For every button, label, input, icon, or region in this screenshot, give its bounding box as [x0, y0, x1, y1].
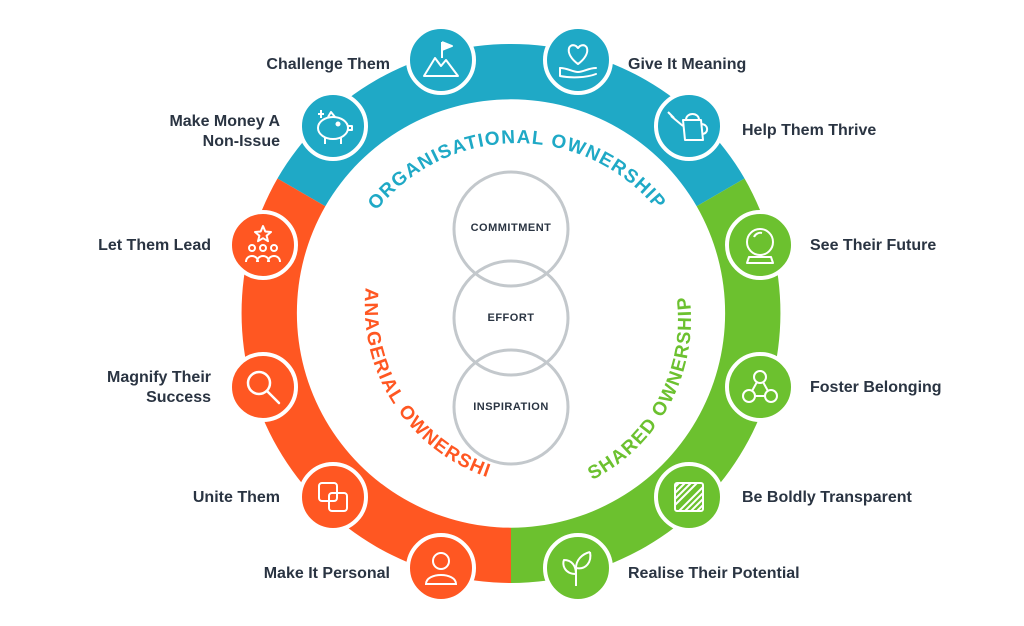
- center-label-effort: EFFORT: [487, 312, 535, 324]
- center-label-commitment: COMMITMENT: [470, 222, 552, 234]
- label-make-money-line1: Make Money A: [169, 113, 280, 130]
- organisational-title: ORGANISATIONAL OWNERSHIP: [364, 127, 669, 214]
- connected-circles-icon: [742, 370, 778, 403]
- heart-hand-icon: [559, 44, 597, 79]
- challenge-them-badge: [406, 25, 476, 95]
- venn-circle-commitment: [452, 170, 570, 288]
- label-magnify-success-line2: Success: [146, 389, 211, 406]
- be-boldly-transparent-badge: [654, 462, 724, 532]
- label-make-money: Make Money A Non-Issue: [169, 112, 280, 152]
- let-them-lead-badge: [228, 210, 298, 280]
- realise-potential-badge: [543, 533, 613, 603]
- label-let-them-lead: Let Them Lead: [98, 237, 211, 254]
- unite-them-badge: [298, 462, 368, 532]
- see-their-future-badge: [725, 210, 795, 280]
- organisational-segment: [277, 43, 745, 207]
- person-icon: [424, 552, 458, 585]
- make-it-personal-badge: [406, 533, 476, 603]
- transparent-square-icon: [674, 482, 704, 512]
- venn-circle-effort: [452, 259, 570, 377]
- sprout-icon: [562, 551, 592, 586]
- label-make-money-line2: Non-Issue: [202, 133, 280, 150]
- help-them-thrive-badge: [654, 91, 724, 161]
- make-money-badge: [298, 91, 368, 161]
- label-realise-potential: Realise Their Potential: [628, 565, 800, 582]
- label-challenge-them: Challenge Them: [266, 56, 390, 73]
- label-foster-belonging: Foster Belonging: [810, 379, 942, 396]
- magnifier-icon: [246, 370, 281, 405]
- give-it-meaning-badge: [543, 25, 613, 95]
- label-magnify-success-line1: Magnify Their: [106, 369, 211, 386]
- team-star-icon: [245, 225, 281, 263]
- label-unite-them: Unite Them: [192, 489, 280, 506]
- label-see-their-future: See Their Future: [810, 237, 937, 254]
- label-magnify-success: Magnify Their Success: [107, 368, 211, 408]
- magnify-success-badge: [228, 352, 298, 422]
- crystal-ball-icon: [746, 228, 774, 264]
- foster-belonging-badge: [725, 352, 795, 422]
- watering-can-icon: [667, 111, 709, 141]
- label-be-boldly-transparent: Be Boldly Transparent: [742, 489, 912, 506]
- label-help-them-thrive: Help Them Thrive: [742, 122, 877, 139]
- label-make-it-personal: Make It Personal: [263, 565, 390, 582]
- venn-circle-inspiration: [452, 348, 570, 466]
- label-give-it-meaning: Give It Meaning: [628, 56, 747, 73]
- piggy-bank-icon: [317, 110, 353, 144]
- overlap-squares-icon: [318, 482, 348, 512]
- svg-text:ORGANISATIONAL OWNERSHIP: ORGANISATIONAL OWNERSHIP: [364, 127, 670, 214]
- mountain-flag-icon: [423, 41, 459, 77]
- center-label-inspiration: INSPIRATION: [473, 401, 549, 413]
